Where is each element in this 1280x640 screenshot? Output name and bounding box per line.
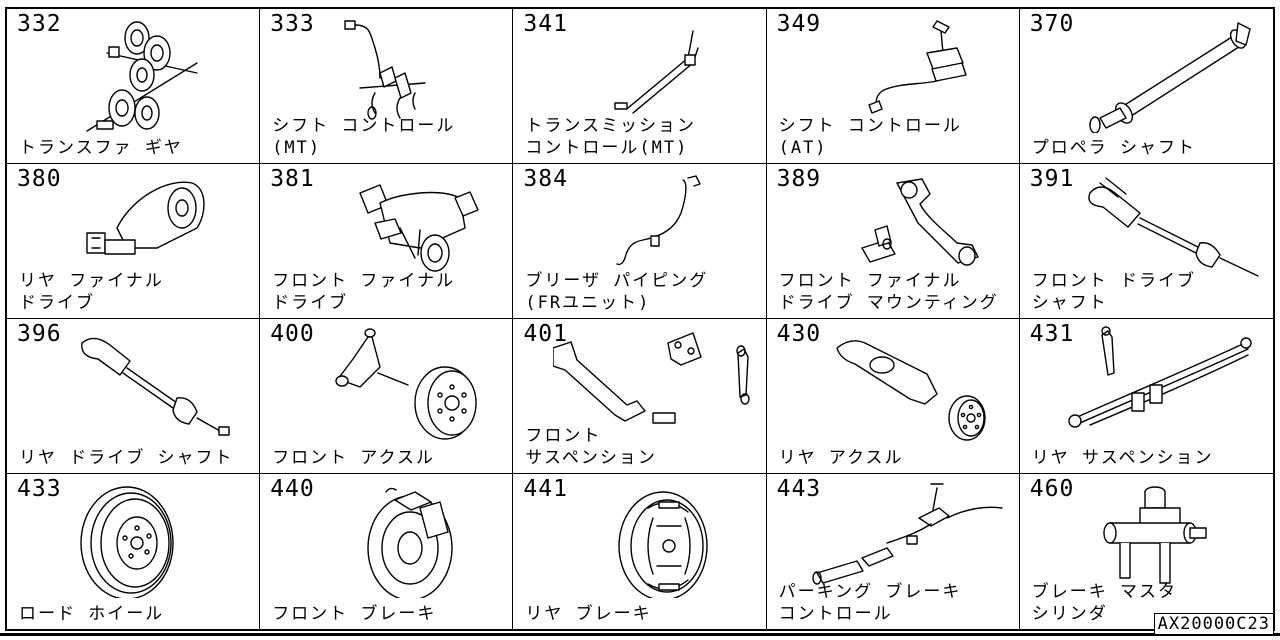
part-cell-433[interactable]: 433 ロード ホイール bbox=[7, 474, 261, 629]
breather-piping-icon bbox=[553, 168, 753, 288]
part-cell-341[interactable]: 341 トランスミッション コントロール(MT) bbox=[513, 9, 767, 164]
part-code: 370 bbox=[1029, 11, 1075, 37]
part-name: パーキング ブレーキ コントロール bbox=[778, 582, 962, 624]
part-name: フロント ドライブ シャフト bbox=[1031, 271, 1197, 313]
part-code: 441 bbox=[523, 476, 568, 502]
part-code: 333 bbox=[270, 11, 315, 37]
part-cell-460[interactable]: 460 ブレーキ マスタ シリンダ bbox=[1020, 474, 1273, 629]
part-cell-431[interactable]: 431 リヤ サスペンション bbox=[1019, 319, 1273, 474]
rear-brake-icon bbox=[553, 478, 753, 601]
part-code: 341 bbox=[523, 11, 568, 37]
part-cell-384[interactable]: 384 ブリーザ パイピング (FRユニット) bbox=[513, 164, 767, 319]
part-name: トランスミッション コントロール(MT) bbox=[525, 116, 697, 158]
shift-control-at-icon bbox=[807, 13, 1007, 133]
transfer-gear-icon bbox=[47, 13, 247, 133]
part-code: 381 bbox=[270, 166, 315, 192]
part-name: フロント ファイナル ドライブ bbox=[272, 271, 456, 313]
brake-master-cylinder-icon bbox=[1060, 478, 1260, 598]
part-code: 391 bbox=[1029, 166, 1075, 192]
part-name: シフト コントロール (MT) bbox=[272, 116, 456, 158]
part-code: 401 bbox=[523, 321, 568, 347]
road-wheel-icon bbox=[47, 478, 247, 600]
part-code: 431 bbox=[1029, 321, 1075, 347]
part-cell-389[interactable]: 389 フロント ファイナル ドライブ マウンティング bbox=[766, 164, 1020, 319]
part-name: ロード ホイール bbox=[19, 604, 165, 624]
part-code: 396 bbox=[17, 321, 62, 347]
part-code: 460 bbox=[1029, 476, 1075, 502]
part-cell-391[interactable]: 391 フロント ドライブ シャフト bbox=[1019, 164, 1273, 319]
shift-control-mt-icon bbox=[300, 13, 500, 133]
part-cell-380[interactable]: 380 リヤ ファイナル ドライブ bbox=[7, 164, 261, 319]
part-cell-396[interactable]: 396 リヤ ドライブ シャフト bbox=[7, 319, 261, 474]
part-code: 332 bbox=[17, 11, 62, 37]
part-name: ブリーザ パイピング (FRユニット) bbox=[525, 271, 709, 313]
part-code: 384 bbox=[523, 166, 568, 192]
part-cell-440[interactable]: 440 フロント ブレーキ bbox=[260, 474, 514, 629]
part-cell-332[interactable]: 332 トランスファ ギヤ bbox=[7, 9, 261, 164]
final-drive-mounting-icon bbox=[807, 168, 1007, 288]
part-name: ブレーキ マスタ シリンダ bbox=[1031, 582, 1178, 624]
part-name: フロント アクスル bbox=[272, 448, 436, 468]
part-cell-401[interactable]: 401 フロント サスペンション bbox=[513, 319, 767, 474]
part-cell-441[interactable]: 441 リヤ ブレーキ bbox=[513, 474, 767, 629]
part-code: 349 bbox=[776, 11, 822, 37]
bottom-rule bbox=[0, 633, 1280, 636]
rear-final-drive-icon bbox=[47, 168, 247, 288]
part-cell-349[interactable]: 349 シフト コントロール (AT) bbox=[766, 9, 1020, 164]
front-drive-shaft-icon bbox=[1060, 168, 1260, 288]
transmission-control-icon bbox=[553, 13, 753, 133]
part-name: シフト コントロール (AT) bbox=[778, 116, 962, 158]
rear-drive-shaft-icon bbox=[47, 323, 247, 443]
parts-index-grid: 332 トランスファ ギヤ 333 bbox=[5, 7, 1275, 631]
part-name: リヤ サスペンション bbox=[1031, 448, 1214, 468]
part-code: 380 bbox=[17, 166, 62, 192]
part-name: リヤ ファイナル ドライブ bbox=[19, 271, 164, 313]
rear-suspension-icon bbox=[1060, 323, 1260, 443]
part-code: 433 bbox=[17, 476, 62, 502]
part-code: 443 bbox=[776, 476, 822, 502]
part-name: リヤ ブレーキ bbox=[525, 604, 652, 624]
front-final-drive-icon bbox=[300, 168, 500, 288]
part-name: フロント サスペンション bbox=[525, 426, 657, 468]
part-code: 400 bbox=[270, 321, 315, 347]
part-name: リヤ ドライブ シャフト bbox=[19, 448, 234, 468]
rear-axle-icon bbox=[807, 323, 1007, 443]
part-name: プロペラ シャフト bbox=[1031, 138, 1197, 158]
part-cell-370[interactable]: 370 プロペラ シャフト bbox=[1019, 9, 1273, 164]
parking-brake-control-icon bbox=[807, 478, 1007, 598]
part-name: トランスファ ギヤ bbox=[19, 138, 183, 158]
part-cell-443[interactable]: 443 パーキング ブレーキ コントロール bbox=[767, 474, 1020, 629]
part-code: 440 bbox=[270, 476, 315, 502]
part-name: リヤ アクスル bbox=[778, 448, 904, 468]
part-code: 430 bbox=[776, 321, 822, 347]
part-code: 389 bbox=[776, 166, 822, 192]
part-cell-381[interactable]: 381 フロント ファイナル ドライブ bbox=[260, 164, 514, 319]
drawing-reference-code: AX20000C23 bbox=[1153, 613, 1274, 635]
front-brake-icon bbox=[300, 478, 500, 601]
front-axle-icon bbox=[300, 323, 500, 443]
front-suspension-icon bbox=[552, 323, 753, 443]
part-cell-333[interactable]: 333 シフト コントロール (MT) bbox=[260, 9, 514, 164]
part-cell-430[interactable]: 430 リヤ アクスル bbox=[766, 319, 1020, 474]
part-cell-400[interactable]: 400 フロント アクスル bbox=[260, 319, 514, 474]
propeller-shaft-icon bbox=[1060, 13, 1260, 134]
part-name: フロント ファイナル ドライブ マウンティング bbox=[778, 271, 999, 313]
part-name: フロント ブレーキ bbox=[272, 604, 437, 624]
